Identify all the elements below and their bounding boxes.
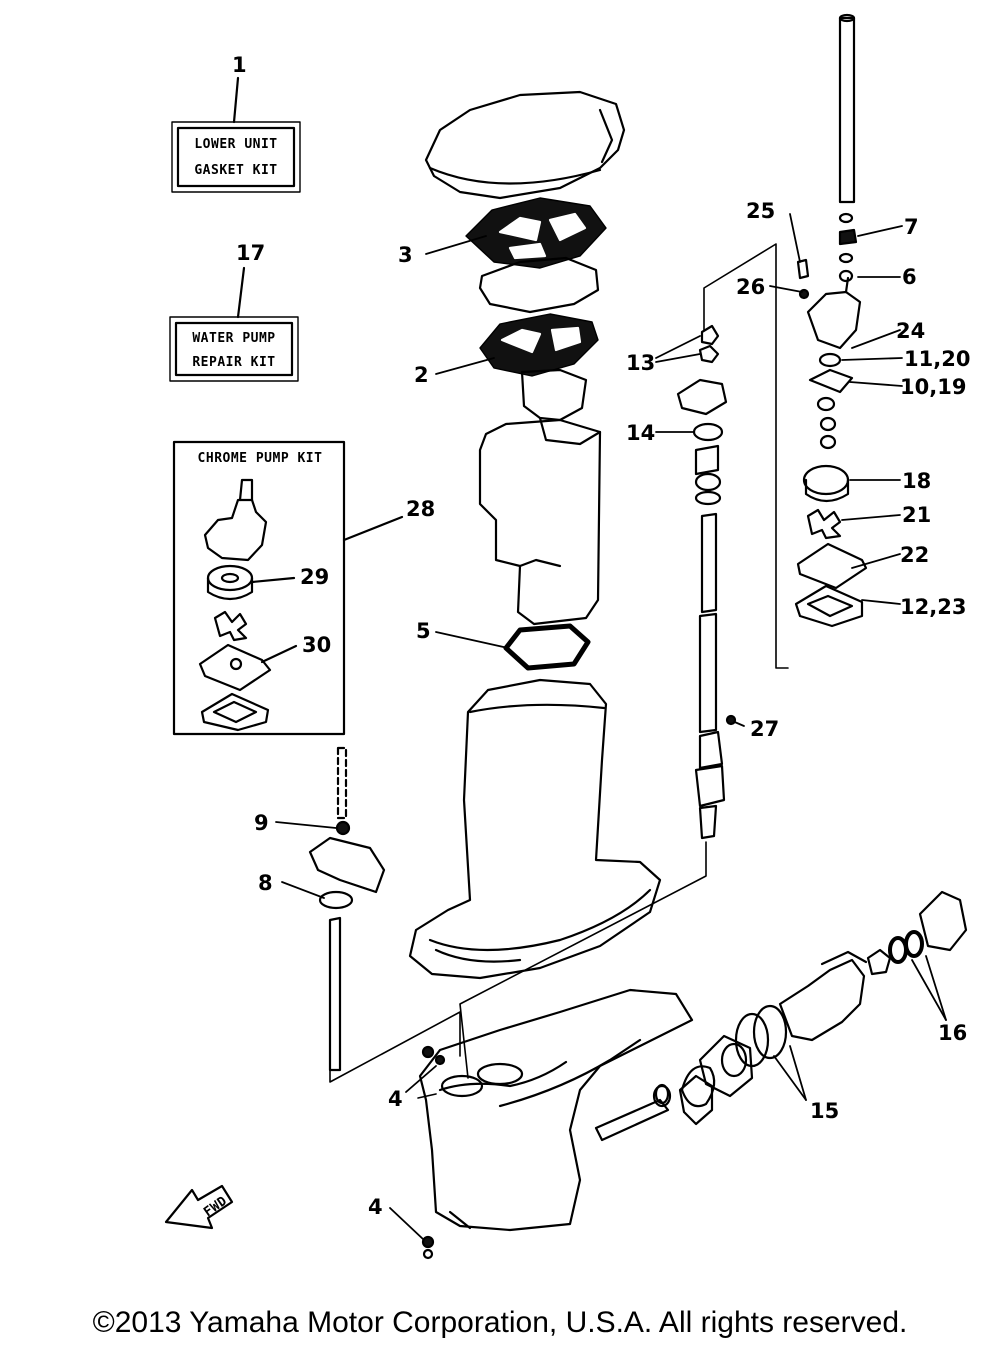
- water-pump-kit-line2: REPAIR KIT: [192, 355, 275, 370]
- lower-unit-kit-line1: LOWER UNIT: [194, 137, 277, 152]
- oring: [654, 1083, 670, 1105]
- callout-11-20: 11,20: [904, 347, 970, 371]
- callout-13: 13: [626, 351, 655, 375]
- gasket-2: [479, 313, 599, 377]
- copyright-notice: ©2013 Yamaha Motor Corporation, U.S.A. A…: [92, 1306, 908, 1339]
- propeller-shaft-housing: [778, 950, 868, 1042]
- kit-pump-housing: [203, 478, 268, 562]
- water-pump-repair-kit-box: [169, 266, 299, 382]
- lower-unit-gasket-kit-box: [171, 76, 301, 193]
- lower-unit-kit-line2: GASKET KIT: [194, 163, 277, 178]
- shift-rod: [308, 746, 386, 1072]
- top-cover: [424, 90, 626, 200]
- propeller-shaft: [594, 1034, 754, 1142]
- water-pump-kit-line1: WATER PUMP: [192, 331, 275, 346]
- gear: [680, 1065, 716, 1108]
- callout-12-23: 12,23: [900, 595, 966, 619]
- callout-4-lower: 4: [368, 1195, 383, 1219]
- kit-impeller-cup: [206, 564, 254, 601]
- bearing: [866, 948, 892, 976]
- callout-21: 21: [902, 503, 931, 527]
- drive-shaft: [676, 324, 728, 840]
- rear-cap: [918, 890, 968, 952]
- chrome-pump-kit-title: CHROME PUMP KIT: [198, 451, 323, 466]
- callout-28: 28: [406, 497, 435, 521]
- callout-16: 16: [938, 1021, 967, 1045]
- callout-6: 6: [902, 265, 917, 289]
- callout-30: 30: [302, 633, 331, 657]
- assembly-lines: [329, 243, 789, 1099]
- callout-10-19: 10,19: [900, 375, 966, 399]
- callout-18: 18: [902, 469, 931, 493]
- kit-impeller: [213, 610, 248, 642]
- callout-29: 29: [300, 565, 329, 589]
- callout-27: 27: [750, 717, 779, 741]
- callout-8: 8: [258, 871, 273, 895]
- callout-7: 7: [904, 215, 919, 239]
- callout-26: 26: [736, 275, 765, 299]
- callout-9: 9: [254, 811, 269, 835]
- fwd-label: FWD: [201, 1194, 230, 1221]
- callout-22: 22: [900, 543, 929, 567]
- upper-casing: [408, 678, 662, 980]
- callout-25: 25: [746, 199, 775, 223]
- callout-15: 15: [810, 1099, 839, 1123]
- callout-2: 2: [414, 363, 429, 387]
- kit-plate: [198, 643, 272, 692]
- water-pump-stack: [794, 212, 868, 628]
- callout-5: 5: [416, 619, 431, 643]
- exploded-parts-diagram: LOWER UNIT GASKET KIT WATER PUMP REPAIR …: [164, 13, 970, 1260]
- gasket-5: [503, 623, 591, 671]
- chrome-pump-kit-box: [172, 440, 404, 736]
- callout-17: 17: [236, 241, 265, 265]
- callout-24: 24: [896, 319, 925, 343]
- gearcase: [418, 988, 694, 1232]
- oil-seals-16: [888, 930, 924, 964]
- upper-shaft: [838, 13, 856, 204]
- oil-seal-set-15: [734, 1004, 788, 1068]
- callout-14: 14: [626, 421, 655, 445]
- kit-gasket: [200, 692, 270, 732]
- callout-4-upper: 4: [388, 1087, 403, 1111]
- exhaust-guide: [478, 368, 602, 626]
- leader-lines: [275, 213, 947, 1241]
- callout-3: 3: [398, 243, 413, 267]
- spacer-plate: [478, 256, 600, 314]
- callout-1: 1: [232, 53, 247, 77]
- gasket-3: [465, 197, 607, 269]
- fwd-arrow-icon: [164, 1184, 234, 1230]
